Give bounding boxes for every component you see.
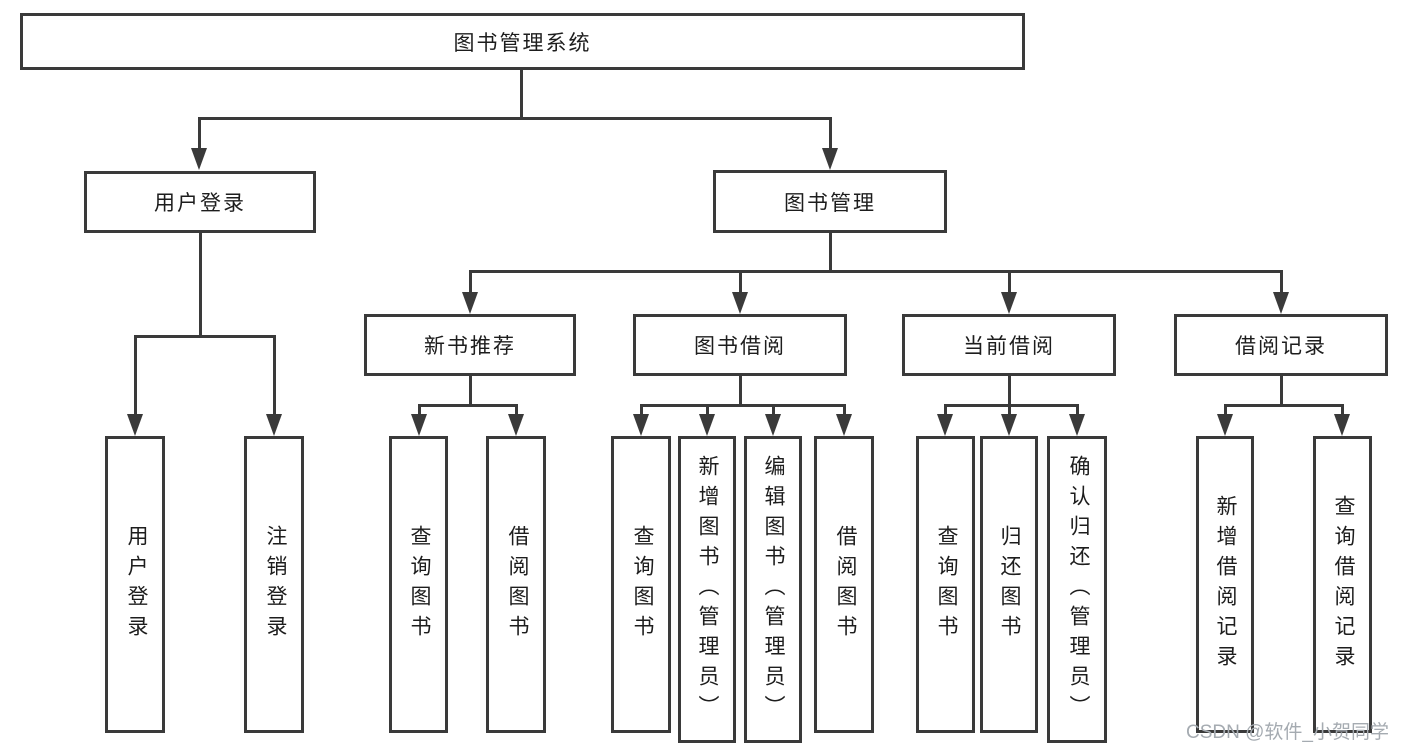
arrowhead-down (411, 414, 427, 436)
node-book-management: 图书管理 (713, 170, 947, 233)
connector-segment (418, 404, 518, 407)
arrowhead-down (836, 414, 852, 436)
connector-segment (772, 404, 775, 416)
connector-segment (515, 404, 518, 416)
connector-segment (739, 270, 742, 298)
connector-segment (944, 404, 1078, 407)
connector-segment (1008, 270, 1011, 298)
arrowhead-down (508, 414, 524, 436)
connector-segment (1341, 404, 1344, 416)
connector-segment (1224, 404, 1344, 407)
leaf-logout: 注销登录 (244, 436, 304, 733)
node-book-borrow: 图书借阅 (633, 314, 847, 376)
connector-segment (944, 404, 947, 416)
leaf-query-borrow-record: 查询借阅记录 (1313, 436, 1372, 733)
node-library-system: 图书管理系统 (20, 13, 1025, 70)
leaf-borrow-books-borrow: 借阅图书 (814, 436, 874, 733)
arrowhead-down (127, 414, 143, 436)
connector-segment (418, 404, 421, 416)
connector-segment (1280, 270, 1283, 298)
connector-segment (640, 404, 845, 407)
connector-segment (739, 376, 742, 406)
connector-segment (706, 404, 709, 416)
arrowhead-down (1273, 292, 1289, 314)
connector-segment (829, 117, 832, 150)
connector-segment (520, 70, 523, 119)
connector-segment (134, 335, 137, 416)
connector-segment (469, 270, 1282, 273)
connector-segment (1280, 376, 1283, 406)
connector-segment (469, 270, 472, 298)
node-user-login: 用户登录 (84, 171, 316, 233)
node-new-book-recommend: 新书推荐 (364, 314, 576, 376)
leaf-add-borrow-record: 新增借阅记录 (1196, 436, 1254, 733)
arrowhead-down (937, 414, 953, 436)
leaf-query-books-current: 查询图书 (916, 436, 975, 733)
connector-segment (1076, 404, 1079, 416)
connector-segment (1008, 376, 1011, 406)
connector-segment (469, 376, 472, 406)
leaf-query-books-recommend: 查询图书 (389, 436, 448, 733)
leaf-borrow-books-recommend: 借阅图书 (486, 436, 546, 733)
leaf-query-books-borrow: 查询图书 (611, 436, 671, 733)
connector-segment (829, 233, 832, 272)
node-borrow-records: 借阅记录 (1174, 314, 1388, 376)
arrowhead-down (462, 292, 478, 314)
arrowhead-down (1001, 414, 1017, 436)
arrowhead-down (765, 414, 781, 436)
arrowhead-down (191, 148, 207, 170)
leaf-edit-book-admin: 编辑图书（管理员） (744, 436, 802, 743)
leaf-confirm-return-admin: 确认归还（管理员） (1047, 436, 1107, 743)
leaf-return-book: 归还图书 (980, 436, 1038, 733)
connector-segment (273, 335, 276, 416)
connector-segment (134, 335, 276, 338)
arrowhead-down (699, 414, 715, 436)
arrowhead-down (633, 414, 649, 436)
csdn-watermark: CSDN @软件_小贺同学 (1186, 722, 1389, 743)
arrowhead-down (1069, 414, 1085, 436)
connector-segment (198, 117, 201, 150)
connector-segment (1224, 404, 1227, 416)
connector-segment (198, 117, 832, 120)
leaf-add-book-admin: 新增图书（管理员） (678, 436, 736, 743)
arrowhead-down (822, 148, 838, 170)
arrowhead-down (1217, 414, 1233, 436)
arrowhead-down (1001, 292, 1017, 314)
connector-segment (640, 404, 643, 416)
arrowhead-down (1334, 414, 1350, 436)
connector-segment (1008, 404, 1011, 416)
connector-segment (199, 233, 202, 337)
leaf-user-login: 用户登录 (105, 436, 165, 733)
arrowhead-down (732, 292, 748, 314)
node-current-borrow: 当前借阅 (902, 314, 1116, 376)
connector-segment (843, 404, 846, 416)
arrowhead-down (266, 414, 282, 436)
